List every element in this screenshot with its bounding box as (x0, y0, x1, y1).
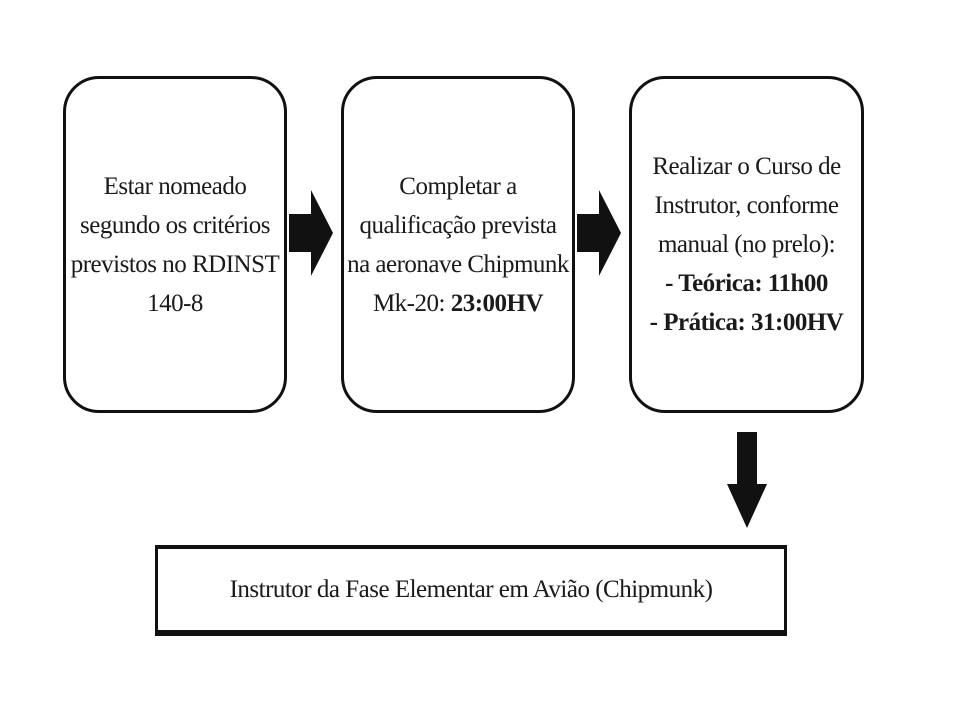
step-2-line-4: Mk-20: 23:00HV (372, 284, 544, 323)
step-2-line-2: qualificação prevista (359, 211, 557, 239)
step-1-line-1: Estar nomeado (103, 172, 247, 200)
arrow-right-icon (289, 190, 333, 276)
step-1-box: Estar nomeado segundo os critérios previ… (63, 76, 287, 413)
step-1-text: Estar nomeado segundo os critérios previ… (71, 167, 280, 323)
arrow-right-icon (577, 190, 621, 276)
step-2-text: Completar a qualificação prevista na aer… (347, 167, 569, 323)
step-2-line-4-prefix: Mk-20: (372, 289, 451, 317)
result-box: Instrutor da Fase Elementar em Avião (Ch… (155, 545, 787, 636)
step-2-line-1: Completar a (399, 172, 517, 200)
step-3-line-1: Realizar o Curso de (652, 153, 841, 180)
step-2-flight-hours: 23:00HV (450, 289, 544, 317)
step-3-text: Realizar o Curso de Instrutor, conforme … (650, 147, 844, 342)
step-3-theory-hours: - Teórica: 11h00 (665, 270, 828, 297)
step-1-line-4: 140-8 (147, 289, 203, 317)
step-3-practice-hours: - Prática: 31:00HV (649, 309, 844, 336)
step-1-line-2: segundo os critérios (80, 211, 270, 239)
step-1-line-3: previstos no RDINST (70, 250, 280, 278)
arrow-down-icon (727, 432, 767, 528)
result-label: Instrutor da Fase Elementar em Avião (Ch… (229, 575, 713, 603)
step-3-line-2: Instrutor, conforme (654, 192, 839, 219)
step-3-line-3: manual (no prelo): (657, 231, 836, 258)
step-3-box: Realizar o Curso de Instrutor, conforme … (629, 76, 864, 413)
step-2-line-3: na aeronave Chipmunk (347, 250, 569, 278)
step-2-box: Completar a qualificação prevista na aer… (341, 76, 575, 413)
